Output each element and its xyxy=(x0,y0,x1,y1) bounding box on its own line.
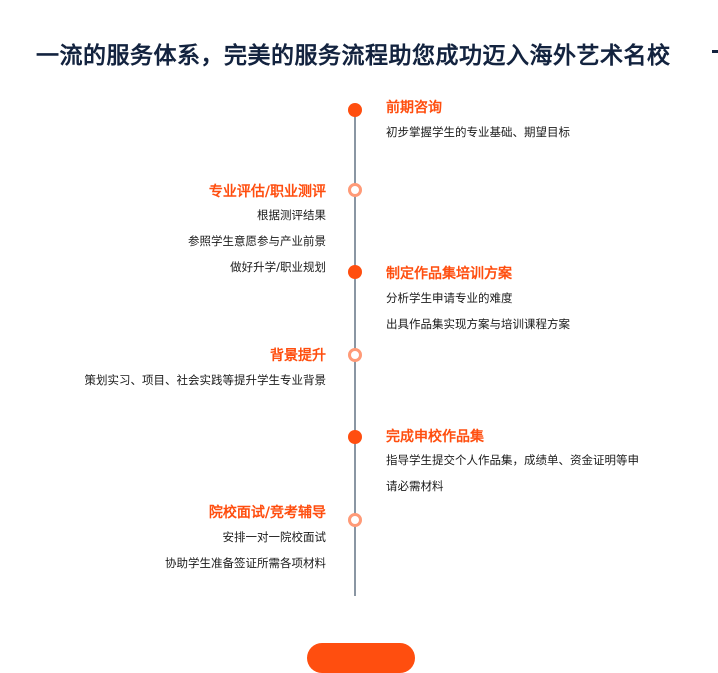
step-title: 制定作品集培训方案 xyxy=(386,266,512,282)
timeline-node-hollow xyxy=(348,183,362,197)
step-title: 完成申校作品集 xyxy=(386,429,484,445)
step-text: 做好升学/职业规划 xyxy=(230,260,326,274)
step-text: 指导学生提交个人作品集，成绩单、资金证明等申 xyxy=(386,453,639,467)
step-text: 出具作品集实现方案与培训课程方案 xyxy=(386,317,570,331)
decorative-mark xyxy=(712,50,718,53)
step-text: 根据测评结果 xyxy=(257,208,326,222)
step-text: 初步掌握学生的专业基础、期望目标 xyxy=(386,125,570,139)
step-title: 背景提升 xyxy=(270,348,326,364)
page-title: 一流的服务体系，完美的服务流程助您成功迈入海外艺术名校 xyxy=(36,43,671,69)
step-title: 专业评估/职业测评 xyxy=(208,184,326,200)
timeline-node-hollow xyxy=(348,513,362,527)
step-text: 请必需材料 xyxy=(386,479,444,493)
step-title: 院校面试/竞考辅导 xyxy=(208,505,326,521)
timeline-node-solid xyxy=(348,103,362,117)
step-title: 前期咨询 xyxy=(386,100,442,116)
step-text: 安排一对一院校面试 xyxy=(222,530,327,544)
step-text: 协助学生准备签证所需各项材料 xyxy=(165,556,326,570)
timeline-node-solid xyxy=(348,265,362,279)
step-text: 参照学生意愿参与产业前景 xyxy=(188,234,326,248)
timeline-node-hollow xyxy=(348,348,362,362)
step-text: 策划实习、项目、社会实践等提升学生专业背景 xyxy=(84,373,327,387)
step-text: 分析学生申请专业的难度 xyxy=(386,291,513,305)
timeline-node-solid xyxy=(348,430,362,444)
